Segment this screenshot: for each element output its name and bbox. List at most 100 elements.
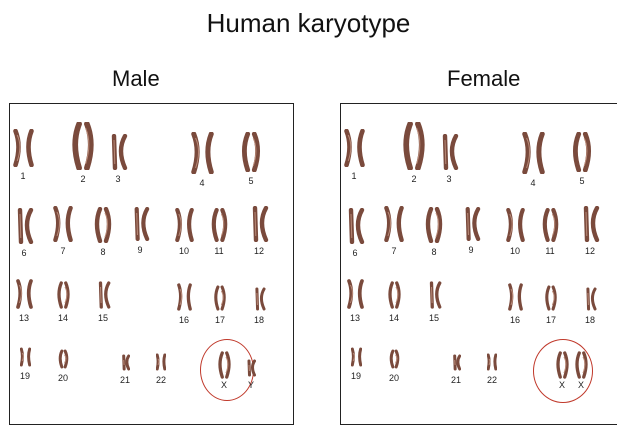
chromosome-15: 15 xyxy=(427,281,442,309)
chromosome-11: 11 xyxy=(541,208,560,242)
chromosome-label: 10 xyxy=(498,246,533,256)
chromosome-label: 18 xyxy=(576,315,605,325)
chromosome-22: 22 xyxy=(156,353,166,371)
chromosome-label: 16 xyxy=(500,315,531,325)
chromosome-label: 10 xyxy=(167,246,202,256)
chromosome-label: 5 xyxy=(232,176,270,186)
sex-chromosome-x: X xyxy=(555,351,570,379)
chromosome-label: 13 xyxy=(339,313,372,323)
chromosome-label: 4 xyxy=(514,178,553,188)
chromosome-label: 11 xyxy=(533,246,568,256)
chromosome-label: 9 xyxy=(123,245,158,255)
chromosome-label: 3 xyxy=(100,174,136,184)
chromosome-label: 4 xyxy=(183,178,222,188)
chromosome-6: 6 xyxy=(345,208,365,244)
chromosome-label: 7 xyxy=(376,246,412,256)
chromosome-16: 16 xyxy=(508,283,523,311)
chromosome-11: 11 xyxy=(210,208,229,242)
chromosome-21: 21 xyxy=(452,354,461,371)
chromosome-8: 8 xyxy=(424,207,444,243)
chromosome-22: 22 xyxy=(487,353,497,371)
male-karyotype-panel: 1 2 3 4 5 6 7 xyxy=(9,103,294,425)
chromosome-label: 12 xyxy=(572,246,608,256)
chromosome-4: 4 xyxy=(522,132,545,174)
chromosome-label: 15 xyxy=(419,313,450,323)
chromosome-6: 6 xyxy=(14,208,34,244)
chromosome-16: 16 xyxy=(177,283,192,311)
chromosome-label: 21 xyxy=(113,375,138,385)
chromosome-label: 1 xyxy=(5,171,42,181)
sex-chromosome-label: Y xyxy=(238,380,264,390)
chromosome-10: 10 xyxy=(175,208,194,242)
chromosome-7: 7 xyxy=(53,206,73,242)
chromosome-label: 3 xyxy=(431,174,467,184)
chromosome-14: 14 xyxy=(56,281,71,309)
chromosome-label: 17 xyxy=(536,315,566,325)
chromosome-18: 18 xyxy=(253,287,266,311)
chromosome-9: 9 xyxy=(131,207,150,241)
chromosome-label: 22 xyxy=(148,375,174,385)
chromosome-4: 4 xyxy=(191,132,214,174)
chromosome-label: 14 xyxy=(48,313,79,323)
male-heading: Male xyxy=(112,66,160,92)
chromosome-label: 20 xyxy=(50,373,77,383)
sex-chromosome-y: Y xyxy=(246,359,256,377)
chromosome-13: 13 xyxy=(347,279,364,309)
chromosome-label: 12 xyxy=(241,246,277,256)
chromosome-label: 1 xyxy=(336,171,373,181)
chromosome-label: 11 xyxy=(202,246,237,256)
chromosome-3: 3 xyxy=(439,134,459,170)
chromosome-label: 8 xyxy=(85,247,121,257)
chromosome-label: 14 xyxy=(379,313,410,323)
chromosome-9: 9 xyxy=(462,207,481,241)
chromosome-label: 7 xyxy=(45,246,81,256)
chromosome-13: 13 xyxy=(16,279,33,309)
chromosome-label: 6 xyxy=(6,248,42,258)
chromosome-8: 8 xyxy=(93,207,113,243)
chromosome-19: 19 xyxy=(351,347,362,367)
female-heading: Female xyxy=(447,66,520,92)
chromosome-20: 20 xyxy=(58,349,69,369)
chromosome-14: 14 xyxy=(387,281,402,309)
chromosome-12: 12 xyxy=(249,206,269,242)
chromosome-1: 1 xyxy=(13,129,34,167)
chromosome-label: 6 xyxy=(337,248,373,258)
chromosome-label: 5 xyxy=(563,176,601,186)
female-karyotype-panel: 1 2 3 4 5 6 7 xyxy=(340,103,617,425)
chromosome-18: 18 xyxy=(584,287,597,311)
chromosome-label: 17 xyxy=(205,315,235,325)
chromosome-2: 2 xyxy=(70,122,96,170)
chromosome-7: 7 xyxy=(384,206,404,242)
chromosome-10: 10 xyxy=(506,208,525,242)
chromosome-label: 16 xyxy=(169,315,200,325)
chromosome-5: 5 xyxy=(571,132,593,172)
chromosome-label: 19 xyxy=(12,371,39,381)
sex-chromosome-x: X xyxy=(217,351,232,379)
chromosome-21: 21 xyxy=(121,354,130,371)
chromosome-label: 21 xyxy=(444,375,469,385)
sex-chromosome-x: X xyxy=(574,351,589,379)
chromosome-label: 19 xyxy=(343,371,370,381)
sex-chromosome-label: X xyxy=(209,380,240,390)
chromosome-20: 20 xyxy=(389,349,400,369)
chromosome-label: 15 xyxy=(88,313,119,323)
chromosome-label: 22 xyxy=(479,375,505,385)
sex-chromosome-label: X xyxy=(566,380,597,390)
chromosome-label: 8 xyxy=(416,247,452,257)
chromosome-label: 18 xyxy=(245,315,274,325)
chromosome-label: 2 xyxy=(393,174,435,184)
chromosome-label: 9 xyxy=(454,245,489,255)
chromosome-label: 13 xyxy=(8,313,41,323)
chromosome-label: 2 xyxy=(62,174,104,184)
chromosome-3: 3 xyxy=(108,134,128,170)
chromosome-12: 12 xyxy=(580,206,600,242)
page-title: Human karyotype xyxy=(0,8,617,39)
chromosome-label: 20 xyxy=(381,373,408,383)
chromosome-15: 15 xyxy=(96,281,111,309)
chromosome-17: 17 xyxy=(213,285,227,311)
chromosome-19: 19 xyxy=(20,347,31,367)
chromosome-1: 1 xyxy=(344,129,365,167)
chromosome-5: 5 xyxy=(240,132,262,172)
chromosome-17: 17 xyxy=(544,285,558,311)
chromosome-2: 2 xyxy=(401,122,427,170)
